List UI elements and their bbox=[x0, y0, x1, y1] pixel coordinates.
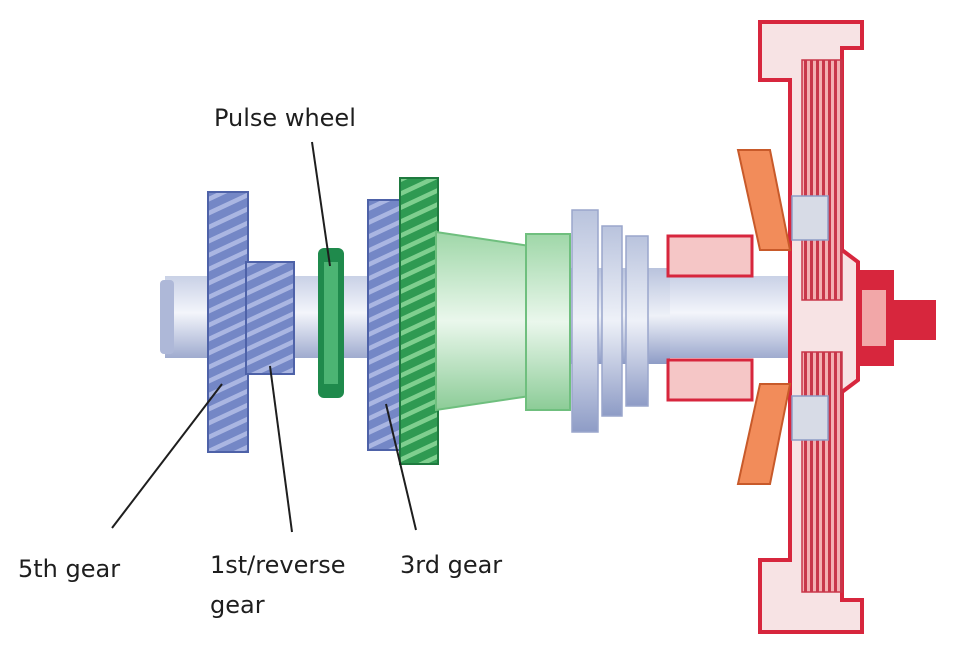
clutch-assembly bbox=[666, 20, 936, 634]
pulse-wheel bbox=[318, 248, 344, 398]
gear-hub-cone bbox=[435, 230, 571, 412]
first-reverse-gear-label: 1st/reverse bbox=[210, 551, 346, 579]
first-reverse-gear bbox=[245, 261, 295, 375]
leader-lines bbox=[111, 141, 417, 533]
synchro-rings bbox=[571, 209, 649, 433]
pulse-wheel-label: Pulse wheel bbox=[214, 104, 356, 132]
fifth-gear-label: 5th gear bbox=[18, 555, 121, 583]
first-reverse-gear-label-line2: gear bbox=[210, 591, 265, 619]
third-gear bbox=[367, 177, 439, 465]
pulse-wheel-leader bbox=[311, 141, 331, 267]
third-gear-label: 3rd gear bbox=[400, 551, 503, 579]
fifth-gear-leader bbox=[111, 383, 223, 529]
third-gear-leader bbox=[385, 403, 417, 531]
first-reverse-gear-leader bbox=[269, 365, 293, 533]
fifth-gear bbox=[207, 191, 249, 453]
